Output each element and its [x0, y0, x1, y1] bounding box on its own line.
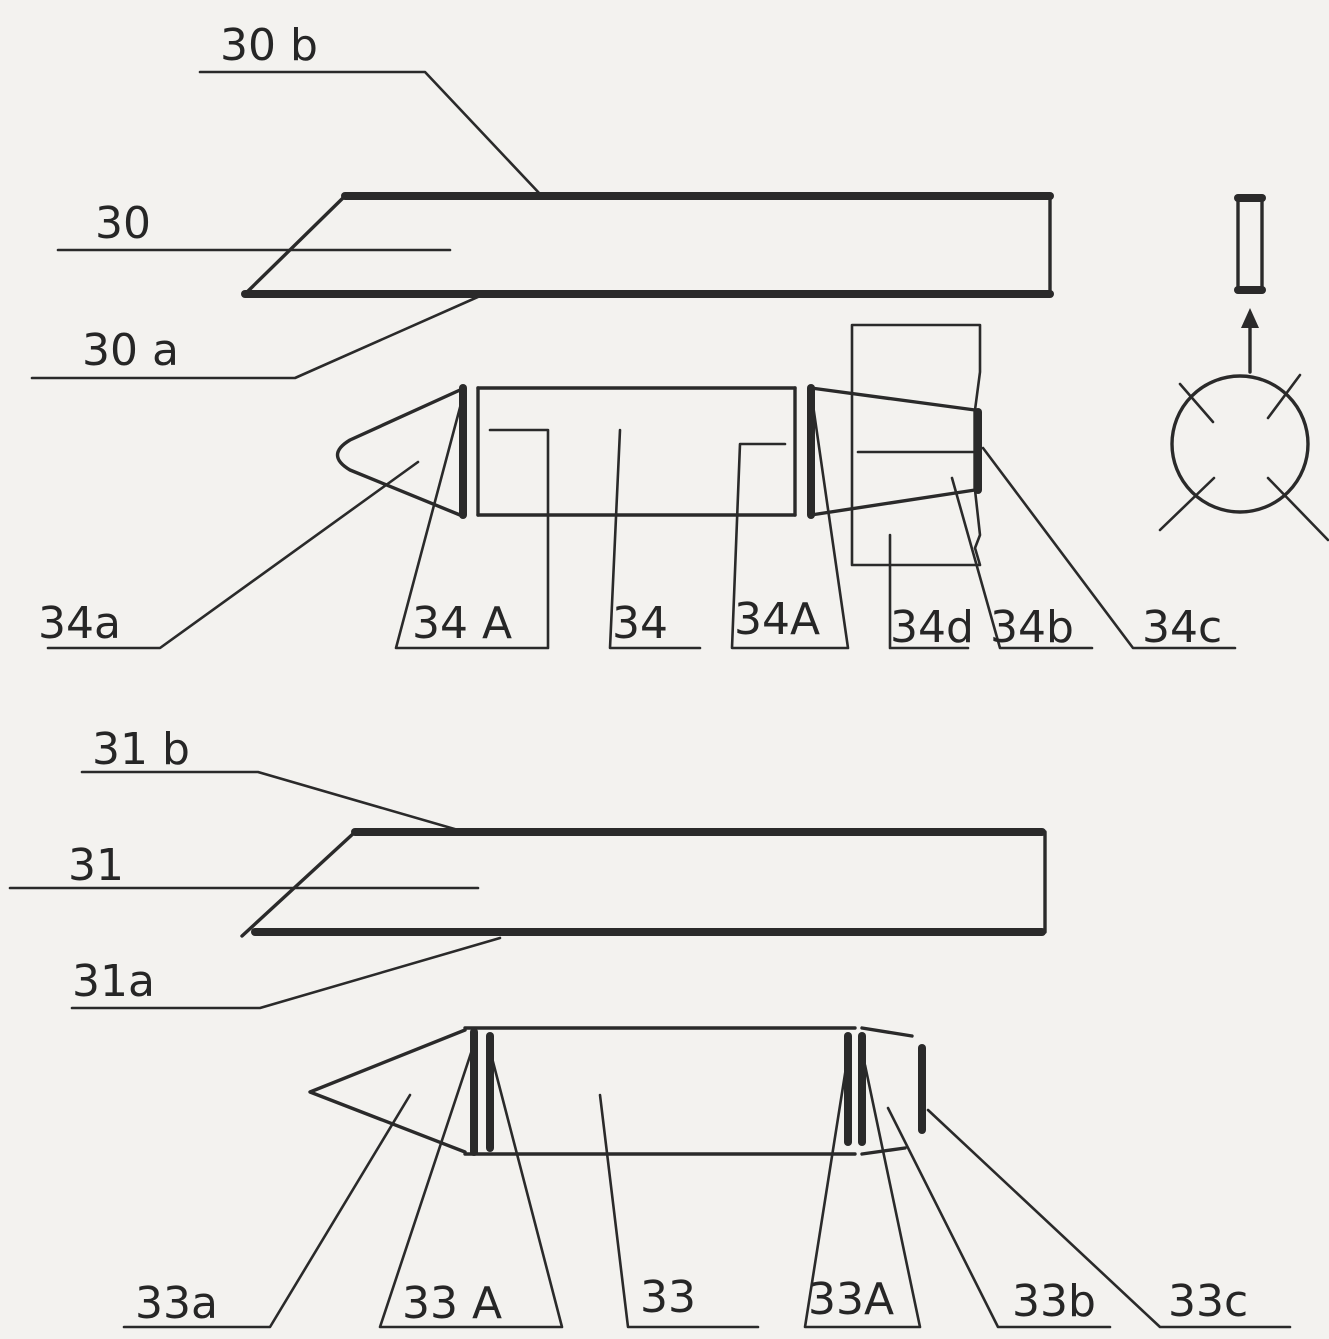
leader-34A-1	[394, 398, 550, 650]
view-cross-tr	[1266, 373, 1302, 420]
label-31: 31	[68, 840, 124, 891]
label-34A-left: 34 A	[412, 598, 512, 649]
leader-33c	[926, 1108, 1292, 1329]
label-33b: 33b	[1012, 1276, 1096, 1327]
label-34c: 34c	[1142, 602, 1222, 653]
label-30a: 30 a	[82, 325, 179, 376]
view-arrow-head	[1241, 308, 1259, 328]
leader-33a	[122, 1093, 412, 1329]
blade-31-bevel	[240, 830, 357, 938]
leader-33A-1	[378, 1048, 564, 1329]
leader-33	[598, 1093, 760, 1329]
label-33A-left: 33 A	[402, 1278, 502, 1329]
leader-31a	[70, 936, 502, 1010]
label-33a: 33a	[135, 1278, 218, 1329]
label-34A-right: 34A	[734, 594, 820, 645]
holder-33-tail-top	[860, 1026, 914, 1038]
holder-34-nose	[335, 388, 462, 517]
leader-31b	[80, 770, 460, 832]
view-cross-br	[1266, 476, 1329, 542]
label-34a: 34a	[38, 598, 121, 649]
leader-34	[608, 428, 702, 650]
side-view-rect	[1236, 194, 1264, 294]
leader-30a	[30, 294, 482, 380]
label-34: 34	[612, 598, 668, 649]
label-31a: 31a	[72, 956, 155, 1007]
leader-33A-2	[803, 1053, 922, 1329]
leader-33b	[886, 1106, 1112, 1329]
view-cross-bl	[1158, 476, 1216, 532]
leader-34b	[950, 476, 1094, 650]
label-34b: 34b	[990, 602, 1074, 653]
leader-34c	[981, 446, 1237, 650]
blade-31	[240, 828, 1047, 938]
holder-34	[335, 323, 982, 567]
label-30b: 30 b	[220, 20, 318, 71]
holder-34-clip	[850, 323, 982, 567]
holder-33-nose	[308, 1028, 467, 1154]
side-view-symbol	[1158, 194, 1329, 542]
label-31b: 31 b	[92, 724, 190, 775]
label-30: 30	[95, 198, 151, 249]
view-cross-tl	[1178, 382, 1215, 424]
leader-30b	[198, 70, 542, 196]
holder-33	[308, 1026, 926, 1156]
blade-30-bevel	[243, 194, 347, 296]
leader-34d	[888, 533, 970, 650]
label-33: 33	[640, 1272, 696, 1323]
label-33A-right: 33A	[808, 1274, 894, 1325]
blade-30	[241, 192, 1054, 298]
leader-34A-2	[730, 396, 850, 650]
leader-34a	[46, 460, 420, 650]
label-34d: 34d	[890, 602, 974, 653]
label-33c: 33c	[1168, 1276, 1248, 1327]
view-circle	[1170, 374, 1310, 514]
